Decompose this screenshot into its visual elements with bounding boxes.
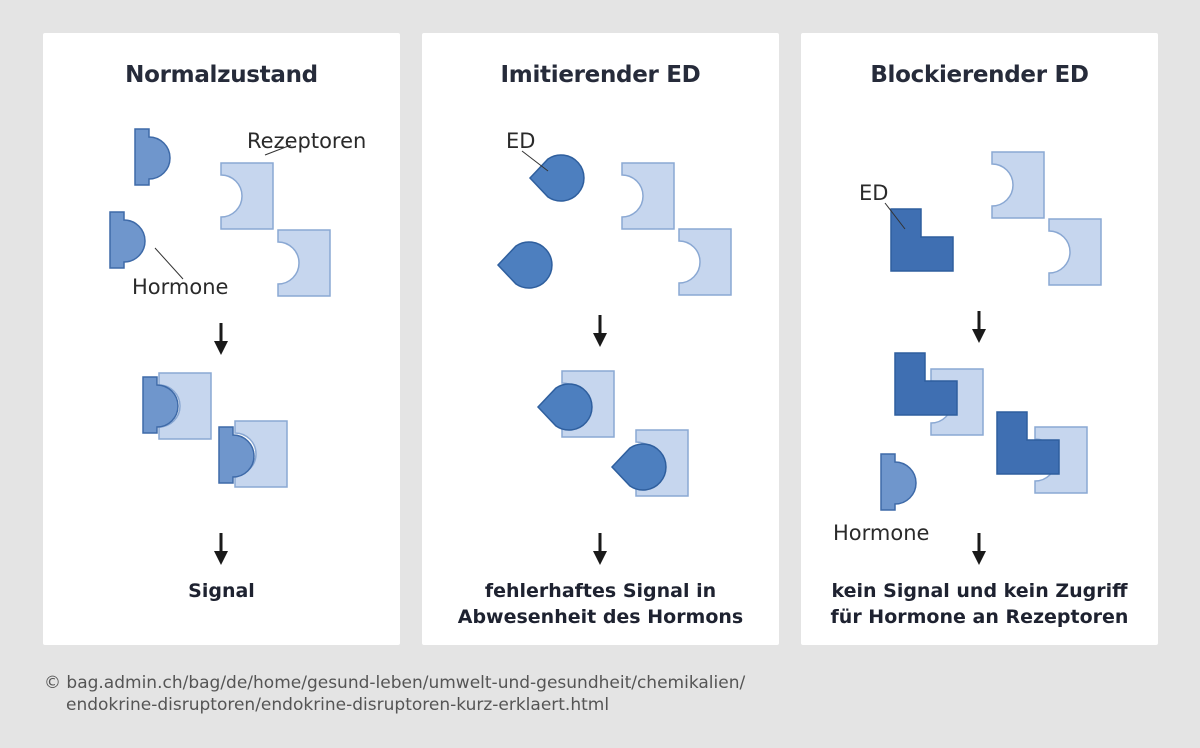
ed-teardrop-shape [529,154,585,202]
imitating-ed-illustration [497,150,732,567]
down-arrow-icon [212,321,230,357]
down-arrow-icon [970,531,988,567]
source-url-line2[interactable]: endokrine-disruptoren/endokrine-disrupto… [66,695,610,715]
panel-title: Blockierender ED [870,62,1089,88]
copyright-symbol: © [44,673,61,693]
receptor-shape [991,151,1045,219]
down-arrow-icon [970,309,988,345]
result-line: für Hormone an Rezeptoren [830,606,1129,628]
down-arrow-icon [591,531,609,567]
ed-l-block-shape [996,411,1060,475]
down-arrow-icon [212,531,230,567]
receptors-label: Rezeptoren [247,129,367,153]
down-arrow-icon [591,313,609,349]
result-text: fehlerhaftes Signal in Abwesenheit des H… [422,578,779,630]
hormones-label: Hormone [833,521,930,545]
panel-title: Normalzustand [125,62,318,88]
receptor-shape [678,228,732,296]
result-line: kein Signal und kein Zugriff [831,580,1128,602]
ed-l-block-shape [894,352,958,416]
result-line: Signal [188,580,255,602]
hormone-shape [134,128,171,186]
result-line: fehlerhaftes Signal in [484,580,717,602]
hormones-label: Hormone [132,275,229,299]
source-url-line1[interactable]: bag.admin.ch/bag/de/home/gesund-leben/um… [66,673,746,693]
ed-label: ED [859,181,889,205]
panel-blocking-ed: Blockierender ED ED Hormone kein Signal … [801,33,1158,645]
hormone-shape [880,453,917,511]
result-text: Signal [43,578,400,604]
blocking-ed-illustration [880,151,1102,567]
result-line: Abwesenheit des Hormons [457,606,744,628]
panel-title: Imitierender ED [500,62,701,88]
receptor-shape [621,162,675,230]
ed-label: ED [506,129,536,153]
hormone-shape [109,211,146,269]
result-text: kein Signal und kein Zugriff für Hormone… [801,578,1158,630]
ed-teardrop-shape [497,241,553,289]
source-credit: © bag.admin.ch/bag/de/home/gesund-leben/… [44,672,745,716]
ed-teardrop-shape [611,443,667,491]
ed-l-block-shape [890,208,954,272]
ed-teardrop-shape [537,383,593,431]
normal-state-illustration [109,128,331,567]
panel-imitating-ed: Imitierender ED ED fehlerhaftes Signal i… [422,33,779,645]
panel-normal-state: Normalzustand Rezeptoren Hormone Signal [43,33,400,645]
receptor-shape [1048,218,1102,286]
receptor-shape [277,229,331,297]
